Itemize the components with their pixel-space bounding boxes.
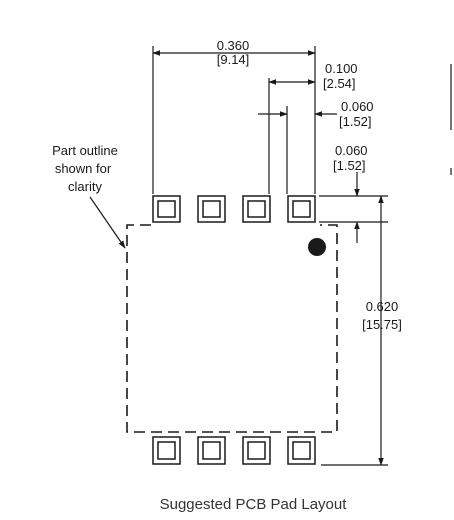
pad-top-3 <box>242 195 271 223</box>
extension-lines <box>152 46 388 466</box>
part-outline <box>126 224 338 433</box>
top-pad-row <box>152 195 316 223</box>
pitch-inch-label: 0.100 <box>325 61 358 76</box>
note-line-2: shown for <box>55 161 112 176</box>
pad-length-inch-label: 0.060 <box>335 143 368 158</box>
pitch-mm-label: [2.54] <box>323 76 356 91</box>
note-line-3: clarity <box>68 179 102 194</box>
note-leader-line <box>89 196 126 249</box>
note-line-1: Part outline <box>52 143 118 158</box>
pad-top-1 <box>152 195 181 223</box>
pad-span-inch-label: 0.360 <box>217 38 250 53</box>
pad-bottom-1 <box>152 436 181 465</box>
pad-bottom-3 <box>242 436 271 465</box>
pad-top-4 <box>287 195 316 223</box>
pad-bottom-2 <box>197 436 226 465</box>
pad-span-mm-label: [9.14] <box>217 52 250 67</box>
pad-width-inch-label: 0.060 <box>341 99 374 114</box>
diagram-caption: Suggested PCB Pad Layout <box>160 496 348 513</box>
bottom-pad-row <box>152 436 316 465</box>
pad-top-2 <box>197 195 226 223</box>
pin1-dot <box>308 238 326 256</box>
pad-bottom-4 <box>287 436 316 465</box>
row-span-mm-label: [15.75] <box>362 317 402 332</box>
pad-width-mm-label: [1.52] <box>339 114 372 129</box>
row-span-inch-label: 0.620 <box>366 299 399 314</box>
pad-length-mm-label: [1.52] <box>333 158 366 173</box>
